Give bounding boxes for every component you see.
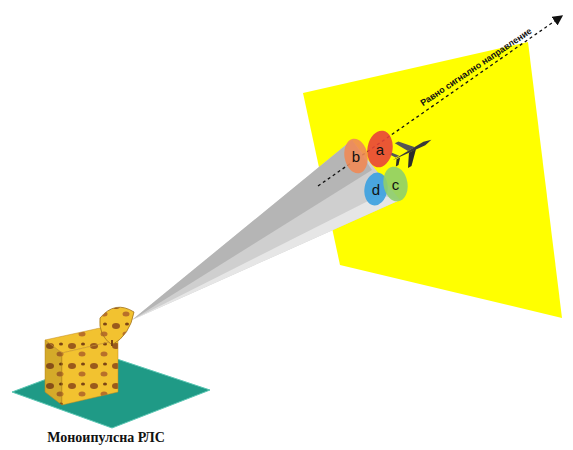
beam-lobe: c [383,166,408,202]
beam-light [132,195,400,320]
antenna-dish [100,307,134,345]
beam-lobe: a [367,130,393,168]
aircraft [386,127,438,172]
lobe-letter: c [383,176,408,193]
beam-shade [132,140,372,320]
lobe-letter: b [344,148,368,165]
cube-front [62,340,118,405]
antenna-mount [111,340,113,346]
lobe-letter: a [367,141,393,158]
radar-caption: Моноипулсна РЛС [47,430,165,446]
cube-left-shade [45,340,62,405]
cube-left [45,340,62,405]
beam-lobe: b [344,138,368,174]
equisignal-line [318,16,562,186]
